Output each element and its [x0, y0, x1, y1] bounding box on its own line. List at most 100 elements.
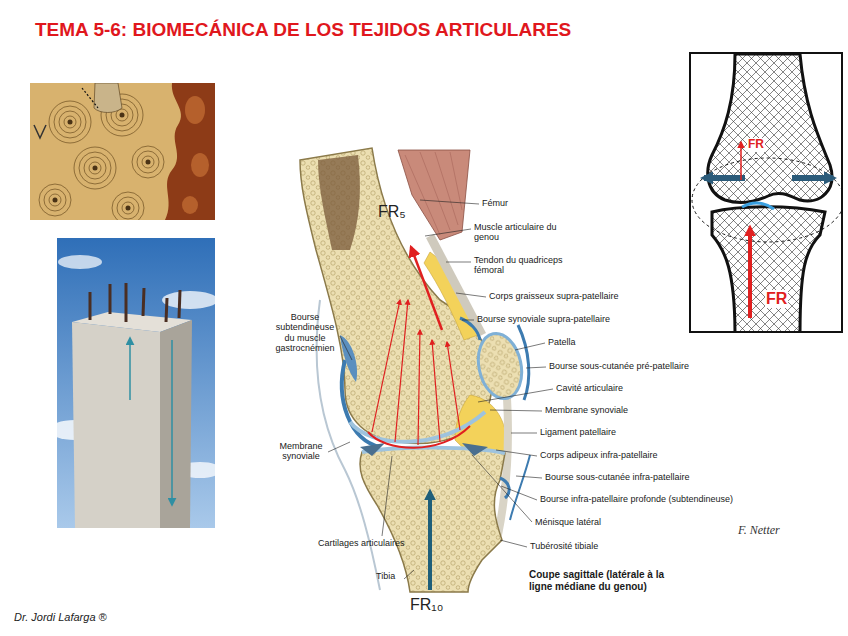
part-label: Tibia [376, 571, 395, 581]
leader-lines [500, 540, 527, 547]
knee-section-picture [342, 360, 380, 447]
author-credit: Dr. Jordi Lafarga ® [14, 611, 107, 624]
force-label: FR₅ [378, 203, 406, 221]
part-label: Ligament patellaire [540, 427, 616, 437]
force-arrows [428, 492, 432, 590]
knee-schematic [792, 175, 833, 181]
bone-tissue-picture [112, 192, 144, 220]
knee-section-picture [450, 152, 462, 210]
bone-tissue-picture [185, 96, 205, 124]
part-label: Fémur [482, 198, 508, 208]
bone-tissue-picture [49, 101, 91, 143]
leader-lines [382, 456, 392, 536]
knee-section-picture [405, 155, 440, 235]
knee-section-picture [462, 443, 488, 456]
part-label: Bourse infra-patellaire profonde (subten… [540, 494, 733, 504]
concrete-column-picture [72, 322, 160, 528]
knee-schematic [742, 203, 774, 209]
leader-lines [446, 262, 471, 263]
concrete-column-picture [166, 298, 167, 322]
bone-tissue-picture [146, 160, 151, 165]
part-label: Bourse sous-cutanée infra-patellaire [545, 472, 690, 482]
leader-lines [472, 455, 532, 522]
force-arrows [418, 330, 420, 445]
force-arrows [447, 342, 460, 430]
bone-tissue-picture [39, 184, 71, 216]
part-label: Tubérosité tibiale [530, 541, 598, 551]
leader-lines [462, 320, 474, 321]
bone-tissue-picture [34, 125, 46, 138]
part-label: Bourse synoviale supra-patellaire [477, 314, 610, 324]
force-label: FR [765, 290, 788, 308]
bone-tissue-picture [84, 157, 106, 179]
leader-lines [515, 343, 545, 350]
part-label: Patella [548, 337, 576, 347]
part-label: Membrane synoviale [545, 405, 628, 415]
force-arrows [368, 426, 470, 448]
signature: F. Netter [738, 524, 780, 538]
leader-lines [478, 389, 553, 402]
bone-tissue-picture [44, 189, 66, 211]
concrete-column-picture [160, 320, 192, 528]
concrete-column-picture [90, 283, 180, 322]
leader-lines [340, 336, 352, 360]
part-label: Muscle articulaire du genou [474, 222, 564, 243]
knee-section-picture [300, 148, 530, 592]
force-label: FR [747, 138, 765, 152]
leader-lines [425, 229, 471, 236]
bone-tissue-picture [89, 162, 101, 174]
leader-lines [526, 367, 546, 368]
knee-section-picture [300, 148, 493, 443]
bone-tissue-picture [132, 146, 164, 178]
part-label: Ménisque latéral [535, 517, 601, 527]
concrete-column-picture [162, 291, 215, 309]
concrete-column-picture [129, 338, 131, 400]
leader-lines [456, 293, 486, 297]
figure-caption: Coupe sagittale (latérale à la ligne méd… [529, 569, 687, 592]
bone-tissue-picture [79, 152, 111, 184]
knee-section-picture [318, 155, 360, 250]
concrete-column-picture [143, 288, 144, 316]
bone-tissue-picture [182, 196, 198, 214]
knee-section-picture [473, 329, 528, 402]
knee-section-picture [518, 325, 529, 400]
concrete-column-picture [125, 283, 128, 322]
leader-lines [496, 450, 537, 456]
knee-section-picture [424, 252, 478, 340]
bone-tissue-picture [126, 206, 131, 211]
knee-schematic [692, 54, 841, 331]
leader-lines [490, 410, 542, 411]
bone-tissue-picture [53, 198, 58, 203]
knee-schematic [748, 228, 752, 318]
bone-tissue-picture [93, 166, 98, 171]
concrete-column-picture [109, 284, 112, 314]
concrete-column-picture [57, 238, 215, 528]
knee-section-picture [360, 448, 505, 592]
knee-section-picture [510, 455, 530, 520]
bone-tissue-picture [30, 83, 215, 220]
knee-schematic [712, 207, 825, 331]
bone-tissue-picture [142, 156, 154, 168]
bone-tissue-picture [39, 94, 164, 220]
concrete-column-picture [58, 255, 102, 269]
bone-tissue-picture [165, 83, 215, 220]
knee-section-picture [340, 335, 357, 382]
concrete-column-picture [89, 292, 92, 320]
bone-tissue-picture [137, 151, 159, 173]
concrete-column-picture [179, 290, 180, 318]
schematic-frame [690, 53, 842, 332]
leader-lines [511, 433, 537, 434]
force-arrows [432, 340, 440, 442]
bone-tissue-picture [53, 113, 151, 211]
leader-lines [516, 476, 542, 478]
part-label: Bourse sous-cutanée pré-patellaire [549, 361, 689, 371]
knee-section-picture [420, 152, 450, 230]
bone-tissue-picture [122, 202, 134, 214]
knee-section-picture [435, 152, 458, 225]
knee-section-picture [350, 412, 485, 442]
part-label: Corps graisseux supra-patellaire [489, 291, 619, 301]
leader-lines [404, 570, 414, 579]
bone-tissue-picture [30, 83, 215, 220]
bone-tissue-picture [120, 113, 125, 118]
